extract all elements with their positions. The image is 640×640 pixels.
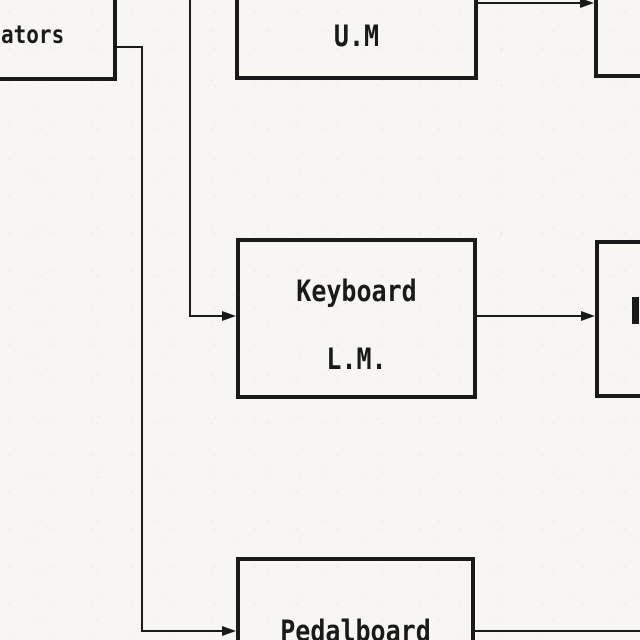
partial-letter-fragment bbox=[632, 297, 639, 324]
keyboard-um-box bbox=[235, 0, 478, 80]
connector-generators-outlet-jog bbox=[113, 46, 143, 48]
arrowhead-into-pedalboard bbox=[222, 626, 236, 636]
keyboard-um-box-label: U.M bbox=[333, 18, 380, 53]
keyboard-lm-box-label-line2: L.M. bbox=[326, 341, 387, 376]
arrowhead-into-top-right-box bbox=[580, 0, 594, 8]
pedalboard-box bbox=[236, 557, 475, 640]
connector-left-bus-vertical bbox=[141, 46, 143, 632]
keyboard-lm-box-label-line1: Keyboard bbox=[296, 273, 417, 308]
keyboard-lm-box bbox=[236, 238, 477, 399]
generators-box-label: ators bbox=[1, 20, 65, 49]
connector-pedalboard-output bbox=[475, 630, 640, 632]
connector-um-to-top-right bbox=[478, 2, 580, 4]
generators-box bbox=[0, 0, 117, 81]
connector-to-pedalboard-horizontal bbox=[141, 630, 222, 632]
connector-keyboard-lm-to-right-mid bbox=[477, 315, 581, 317]
connector-to-keyboard-lm-horizontal bbox=[189, 315, 222, 317]
pedalboard-box-label: Pedalboard bbox=[280, 613, 431, 640]
top-right-box bbox=[594, 0, 640, 78]
right-mid-box bbox=[595, 240, 640, 398]
arrowhead-into-keyboard-lm bbox=[222, 311, 236, 321]
connector-top-feed-vertical bbox=[189, 0, 191, 317]
arrowhead-into-right-mid-box bbox=[581, 311, 595, 321]
